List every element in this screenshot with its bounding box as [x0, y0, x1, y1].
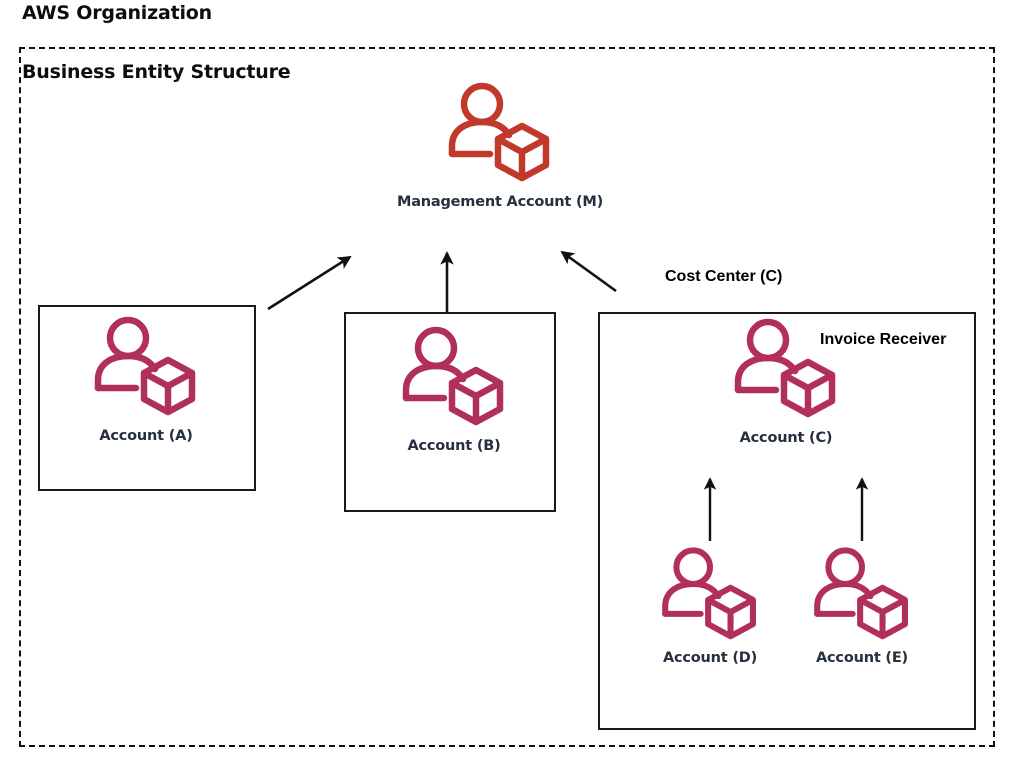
- invoice-receiver-label: Invoice Receiver: [820, 331, 947, 348]
- aws-account-icon: [440, 82, 560, 192]
- aws-organization-boundary: [19, 47, 995, 747]
- node-label-account-a: Account (A): [99, 428, 193, 444]
- node-account-e[interactable]: Account (E): [772, 546, 952, 666]
- node-label-account-c: Account (C): [739, 430, 833, 446]
- page-title: AWS Organization: [22, 2, 212, 24]
- node-management-account[interactable]: Management Account (M): [397, 82, 603, 210]
- aws-account-icon: [726, 318, 846, 428]
- node-account-c[interactable]: Account (C): [696, 318, 876, 446]
- node-label-account-e: Account (E): [816, 650, 908, 666]
- aws-account-icon: [86, 316, 206, 426]
- node-label-management: Management Account (M): [396, 194, 604, 210]
- aws-account-icon: [654, 546, 766, 650]
- account-a-box: [38, 305, 256, 491]
- node-account-b[interactable]: Account (B): [364, 326, 544, 454]
- aws-account-icon: [806, 546, 918, 650]
- node-label-account-d: Account (D): [662, 650, 758, 666]
- cost-center-box: [598, 312, 976, 730]
- aws-account-icon: [394, 326, 514, 436]
- business-entity-structure-title: Business Entity Structure: [22, 61, 291, 83]
- node-account-a[interactable]: Account (A): [56, 316, 236, 444]
- node-account-d[interactable]: Account (D): [620, 546, 800, 666]
- account-b-box: [344, 312, 556, 512]
- cost-center-label: Cost Center (C): [665, 268, 783, 285]
- node-label-account-b: Account (B): [407, 438, 501, 454]
